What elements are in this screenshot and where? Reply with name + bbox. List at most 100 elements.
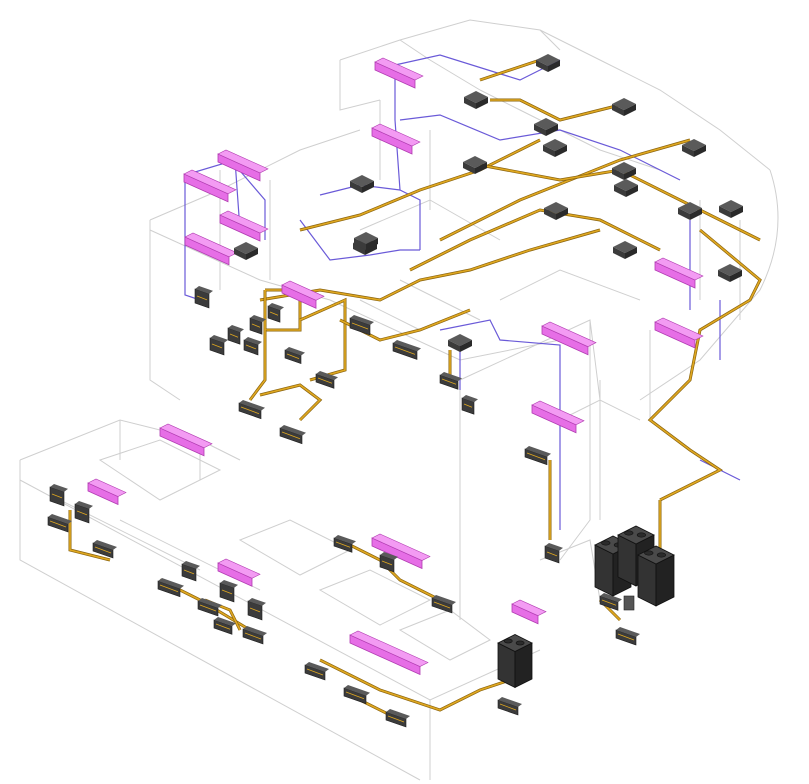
ventilation-unit-top bbox=[371, 123, 421, 147]
indoor-unit-top bbox=[195, 286, 213, 294]
outdoor-unit-c-fan-0 bbox=[644, 550, 654, 556]
cassette-right bbox=[476, 97, 488, 109]
refrigerant-pipe-2-outer bbox=[439, 138, 691, 242]
control-panel bbox=[623, 595, 635, 611]
indoor-unit-top bbox=[75, 501, 93, 509]
ventilation-unit-0 bbox=[374, 57, 424, 89]
cassette-right bbox=[625, 247, 637, 259]
indoor-unit-top bbox=[440, 372, 462, 382]
indoor-unit-front bbox=[385, 711, 407, 728]
indoor-unit-grille bbox=[221, 589, 233, 595]
cassette-left bbox=[719, 206, 731, 218]
ceiling-cassette-9 bbox=[614, 179, 638, 197]
ventilation-unit-7 bbox=[541, 321, 597, 356]
indoor-unit-8 bbox=[238, 400, 265, 420]
indoor-unit-21 bbox=[219, 580, 238, 603]
indoor-unit-grille bbox=[215, 623, 231, 630]
indoor-unit-grille bbox=[617, 633, 635, 641]
cassette-right bbox=[366, 238, 378, 250]
indoor-unit-top bbox=[462, 395, 478, 403]
ceiling-cassette-0 bbox=[536, 54, 560, 72]
ventilation-unit-top bbox=[87, 478, 127, 497]
indoor-unit-front bbox=[47, 516, 69, 533]
indoor-unit-top bbox=[386, 709, 410, 719]
indoor-unit-top bbox=[228, 325, 244, 333]
ventilation-unit-top bbox=[511, 599, 547, 617]
ceiling-cassette-1 bbox=[464, 91, 488, 109]
wall-line-18 bbox=[318, 569, 432, 626]
indoor-unit-19 bbox=[92, 540, 117, 559]
cassette-left bbox=[464, 97, 476, 109]
ventilation-unit-12 bbox=[87, 478, 127, 506]
indoor-unit-12 bbox=[349, 315, 374, 336]
indoor-unit-grille bbox=[49, 520, 67, 528]
cassette-left bbox=[350, 181, 362, 193]
cassette-right bbox=[624, 104, 636, 116]
ventilation-unit-16 bbox=[511, 599, 547, 625]
indoor-unit-35 bbox=[599, 593, 622, 611]
ventilation-unit-top bbox=[281, 280, 325, 301]
indoor-unit-top bbox=[239, 400, 265, 411]
indoor-unit-grille bbox=[381, 560, 393, 566]
indoor-unit-11 bbox=[439, 372, 462, 390]
cassette-left bbox=[612, 104, 624, 116]
ventilation-unit-8 bbox=[531, 400, 585, 434]
wall-line-0 bbox=[339, 19, 561, 61]
refrigerant-pipe-0 bbox=[479, 59, 541, 81]
indoor-unit-top bbox=[48, 514, 72, 524]
ventilation-unit-5 bbox=[184, 232, 238, 266]
indoor-unit-top bbox=[210, 335, 228, 343]
indoor-unit-grille bbox=[526, 452, 546, 461]
wall-line-6 bbox=[149, 220, 181, 401]
indoor-unit-front bbox=[243, 339, 259, 356]
ventilation-unit-top bbox=[217, 558, 261, 579]
indoor-unit-34 bbox=[615, 627, 640, 646]
indoor-unit-top bbox=[280, 425, 306, 436]
indoor-unit-grille bbox=[251, 323, 261, 328]
indoor-unit-front bbox=[92, 542, 114, 559]
cassette-left bbox=[613, 247, 625, 259]
ventilation-unit-9 bbox=[654, 257, 704, 289]
indoor-unit-6 bbox=[284, 347, 305, 365]
refrigerant-pipe-3 bbox=[299, 139, 541, 231]
indoor-unit-front bbox=[599, 595, 619, 611]
control-wiring bbox=[184, 54, 741, 530]
indoor-unit-grille bbox=[240, 406, 260, 415]
indoor-unit-top bbox=[182, 561, 200, 569]
indoor-unit-0 bbox=[194, 286, 213, 309]
ventilation-unit-4 bbox=[219, 210, 269, 242]
indoor-unit-top bbox=[158, 578, 184, 589]
indoor-unit-32 bbox=[385, 709, 410, 728]
cassette-right bbox=[546, 124, 558, 136]
cassette-left bbox=[534, 124, 546, 136]
outdoor-unit-standalone-fan-1 bbox=[515, 640, 525, 646]
outdoor-unit-standalone-fan-0 bbox=[503, 638, 513, 644]
indoor-unit-1 bbox=[209, 335, 228, 356]
outdoor-unit-b-fan-0 bbox=[624, 530, 634, 536]
cassette-right bbox=[624, 168, 636, 180]
wall-line-10 bbox=[459, 319, 601, 401]
wall-line-1 bbox=[339, 60, 381, 111]
indoor-unit-grille bbox=[244, 632, 262, 640]
ventilation-unit-10 bbox=[654, 317, 704, 349]
refrigerant-pipe-11 bbox=[259, 384, 322, 421]
ventilation-unit-top bbox=[183, 169, 237, 195]
wall-line-12 bbox=[19, 419, 241, 461]
indoor-unit-grille bbox=[601, 599, 617, 606]
ventilation-unit-11 bbox=[159, 423, 213, 457]
ventilation-unit-top bbox=[374, 57, 424, 81]
refrigerant-pipe-12 bbox=[648, 229, 761, 501]
indoor-unit-front bbox=[267, 305, 281, 323]
indoor-unit-top bbox=[380, 552, 398, 560]
indoor-unit-grille bbox=[317, 377, 333, 384]
indoor-unit-top bbox=[525, 446, 551, 457]
indoor-unit-grille bbox=[159, 584, 179, 593]
indoor-unit-front bbox=[392, 342, 418, 360]
refrigerant-pipe-8 bbox=[249, 330, 266, 401]
cassette-left bbox=[544, 208, 556, 220]
cassette-left bbox=[353, 243, 365, 255]
wall-line-31 bbox=[559, 399, 641, 421]
indoor-unit-17 bbox=[74, 501, 93, 524]
